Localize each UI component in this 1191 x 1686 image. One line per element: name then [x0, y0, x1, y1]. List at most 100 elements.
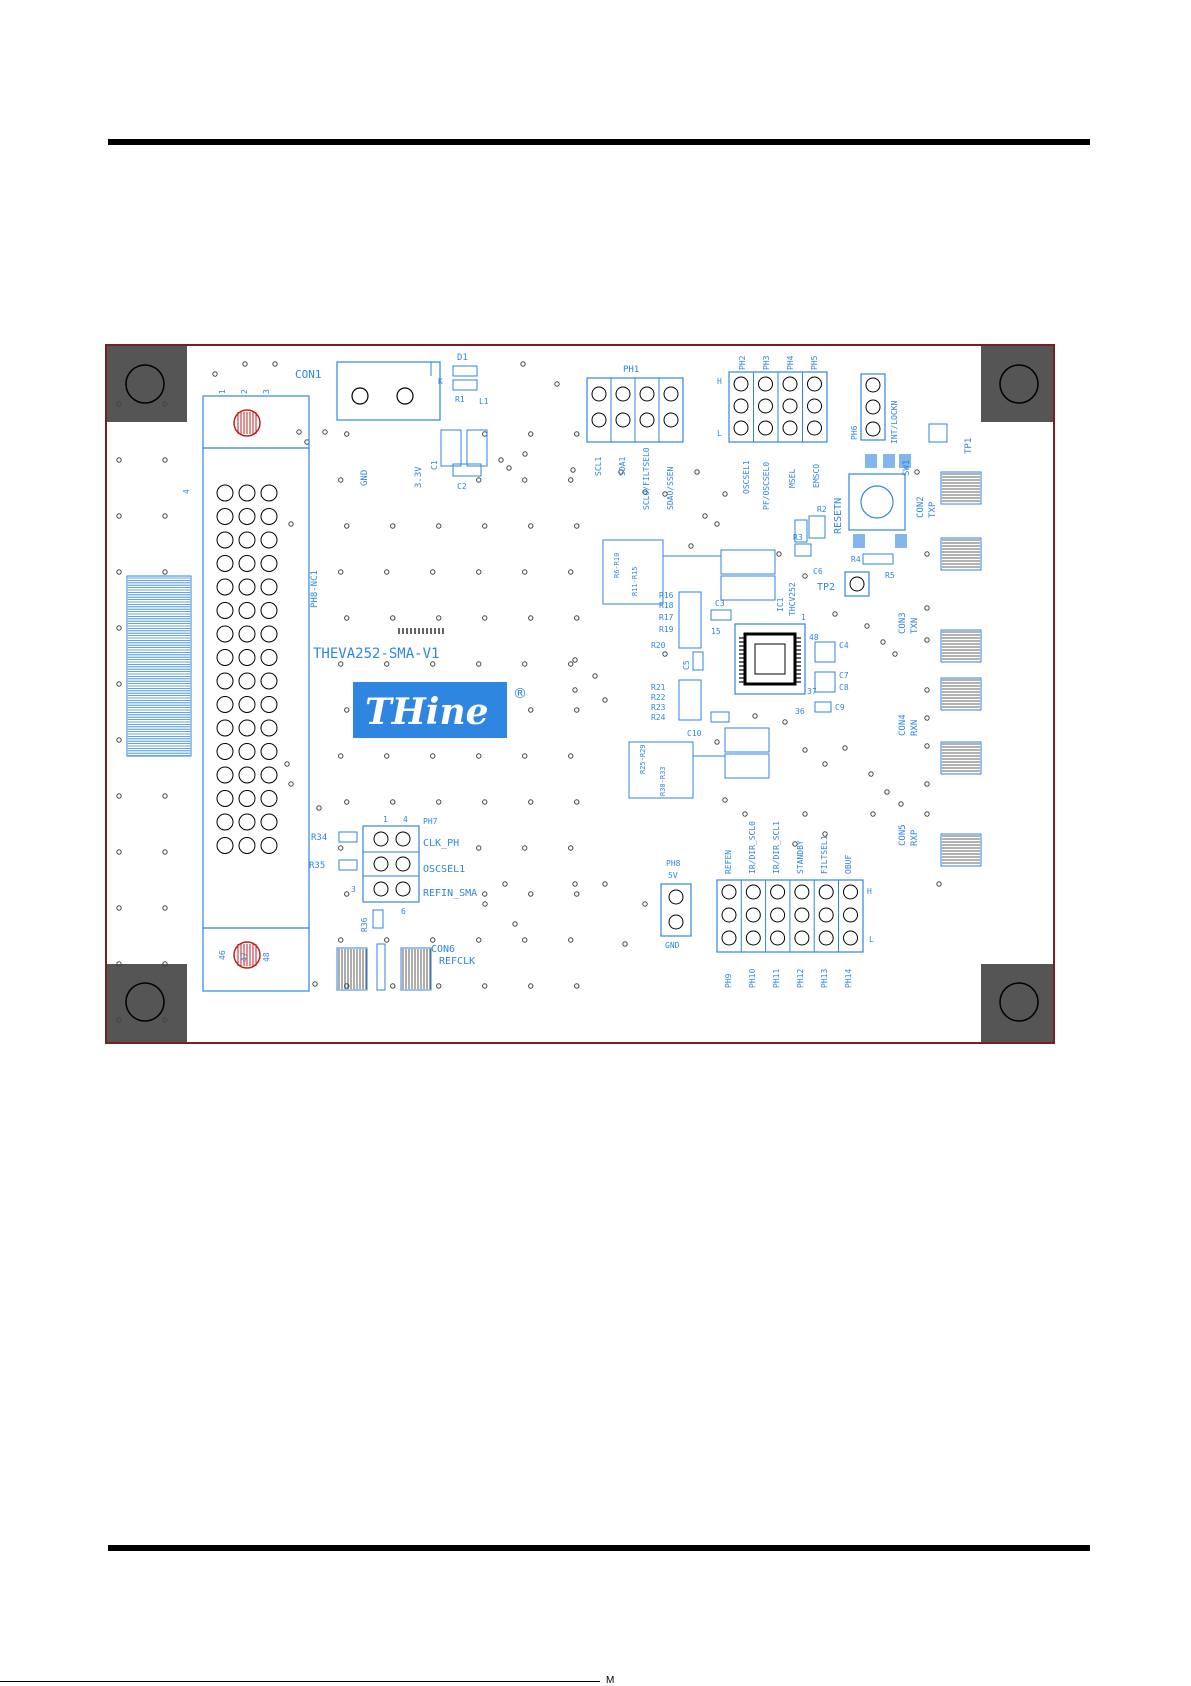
- ph914-pin: [770, 930, 786, 946]
- label-r16: R16: [659, 591, 674, 600]
- label-ir-scl1: IR/DIR_SCL1: [772, 821, 781, 874]
- via: [430, 661, 436, 667]
- label-r20: R20: [651, 641, 666, 650]
- d1-diode: [452, 365, 478, 377]
- ph25-pin: [782, 398, 798, 414]
- logo-text: THine: [365, 691, 489, 733]
- header-pin: [260, 696, 278, 713]
- label-l1: L1: [479, 397, 489, 406]
- via: [116, 737, 122, 743]
- label-refen: REFEN: [724, 850, 733, 874]
- via: [482, 523, 488, 529]
- con6-body: [400, 947, 432, 991]
- label-msel: MSEL: [788, 469, 797, 488]
- ph7-pin: [395, 881, 411, 897]
- r34-resistor: [338, 831, 358, 843]
- via: [592, 673, 598, 679]
- via: [436, 523, 442, 529]
- label-pin15: 15: [711, 627, 721, 636]
- via: [162, 793, 168, 799]
- via: [880, 639, 886, 645]
- via: [642, 901, 648, 907]
- via: [338, 845, 344, 851]
- label-ph4: PH4: [786, 355, 795, 370]
- ph914-pin: [770, 884, 786, 900]
- ph914-pin: [745, 907, 761, 923]
- tp2-testpoint: [844, 571, 870, 597]
- con6-body: [336, 947, 368, 991]
- label-gnd: GND: [360, 470, 370, 486]
- via: [528, 799, 534, 805]
- header-pin: [238, 508, 256, 525]
- ph914-pin: [843, 907, 858, 923]
- via: [574, 707, 580, 713]
- c5-capacitor: [692, 651, 704, 671]
- via: [714, 521, 720, 527]
- label-pin37: 37: [807, 687, 817, 696]
- via: [572, 881, 578, 887]
- via: [574, 431, 580, 437]
- via: [476, 937, 482, 943]
- ph1-pin: [615, 412, 631, 428]
- via: [722, 797, 728, 803]
- via: [498, 457, 504, 463]
- ph1-pin: [615, 386, 631, 402]
- ph25-pin: [758, 398, 773, 414]
- label-ph7: PH7: [423, 817, 438, 826]
- resistor-array-r25-r33: [628, 727, 770, 799]
- via: [476, 845, 482, 851]
- r1-resistor: [452, 379, 478, 391]
- label-c3: C3: [715, 599, 725, 608]
- board-outline: [105, 344, 1055, 1044]
- label-ph13: PH13: [820, 969, 829, 988]
- label-sw1: SW1: [902, 460, 912, 476]
- via: [116, 905, 122, 911]
- via: [390, 523, 396, 529]
- ph914-pin: [843, 930, 858, 946]
- via: [802, 747, 808, 753]
- label-standby: STANDBY: [796, 840, 805, 874]
- ph1-pin: [639, 412, 655, 428]
- resistor-column-r21-r24: [678, 679, 702, 721]
- via: [476, 661, 482, 667]
- label-emsco: EMSCO: [812, 464, 821, 488]
- via: [338, 477, 344, 483]
- label-con3: CON3: [898, 612, 908, 634]
- via: [574, 799, 580, 805]
- via: [752, 713, 758, 719]
- sma-body: [940, 629, 982, 663]
- label-refin-sma: REFIN_SMA: [423, 888, 477, 899]
- c3-capacitor: [710, 609, 732, 621]
- via: [162, 569, 168, 575]
- r36-resistor: [372, 909, 384, 929]
- ph914-pin: [794, 884, 810, 900]
- via: [802, 573, 808, 579]
- via: [512, 921, 518, 927]
- via: [436, 983, 442, 989]
- header-pin: [216, 766, 234, 784]
- via: [338, 937, 344, 943]
- ph914-pin: [745, 884, 761, 900]
- via: [116, 513, 122, 519]
- label-con5: CON5: [898, 824, 908, 846]
- via: [574, 891, 580, 897]
- via: [390, 983, 396, 989]
- label-ph1: PH1: [623, 365, 639, 375]
- ph25-pin: [782, 420, 798, 436]
- label-txn: TXN: [910, 618, 920, 634]
- via: [528, 523, 534, 529]
- label-r22: R22: [651, 693, 666, 702]
- via: [430, 569, 436, 575]
- label-3v3: 3.3V: [414, 466, 424, 488]
- label-oscsel1: OSCSEL1: [742, 460, 751, 494]
- header-pin: [216, 602, 234, 619]
- r3-resistor: [794, 543, 812, 557]
- via: [212, 371, 218, 377]
- via: [522, 569, 528, 575]
- label-c9: C9: [835, 703, 845, 712]
- label-ph7-pin6: 6: [401, 907, 406, 916]
- c1-capacitor: [440, 429, 462, 467]
- label-thcv252: THCV252: [788, 582, 797, 616]
- via: [482, 983, 488, 989]
- via: [574, 983, 580, 989]
